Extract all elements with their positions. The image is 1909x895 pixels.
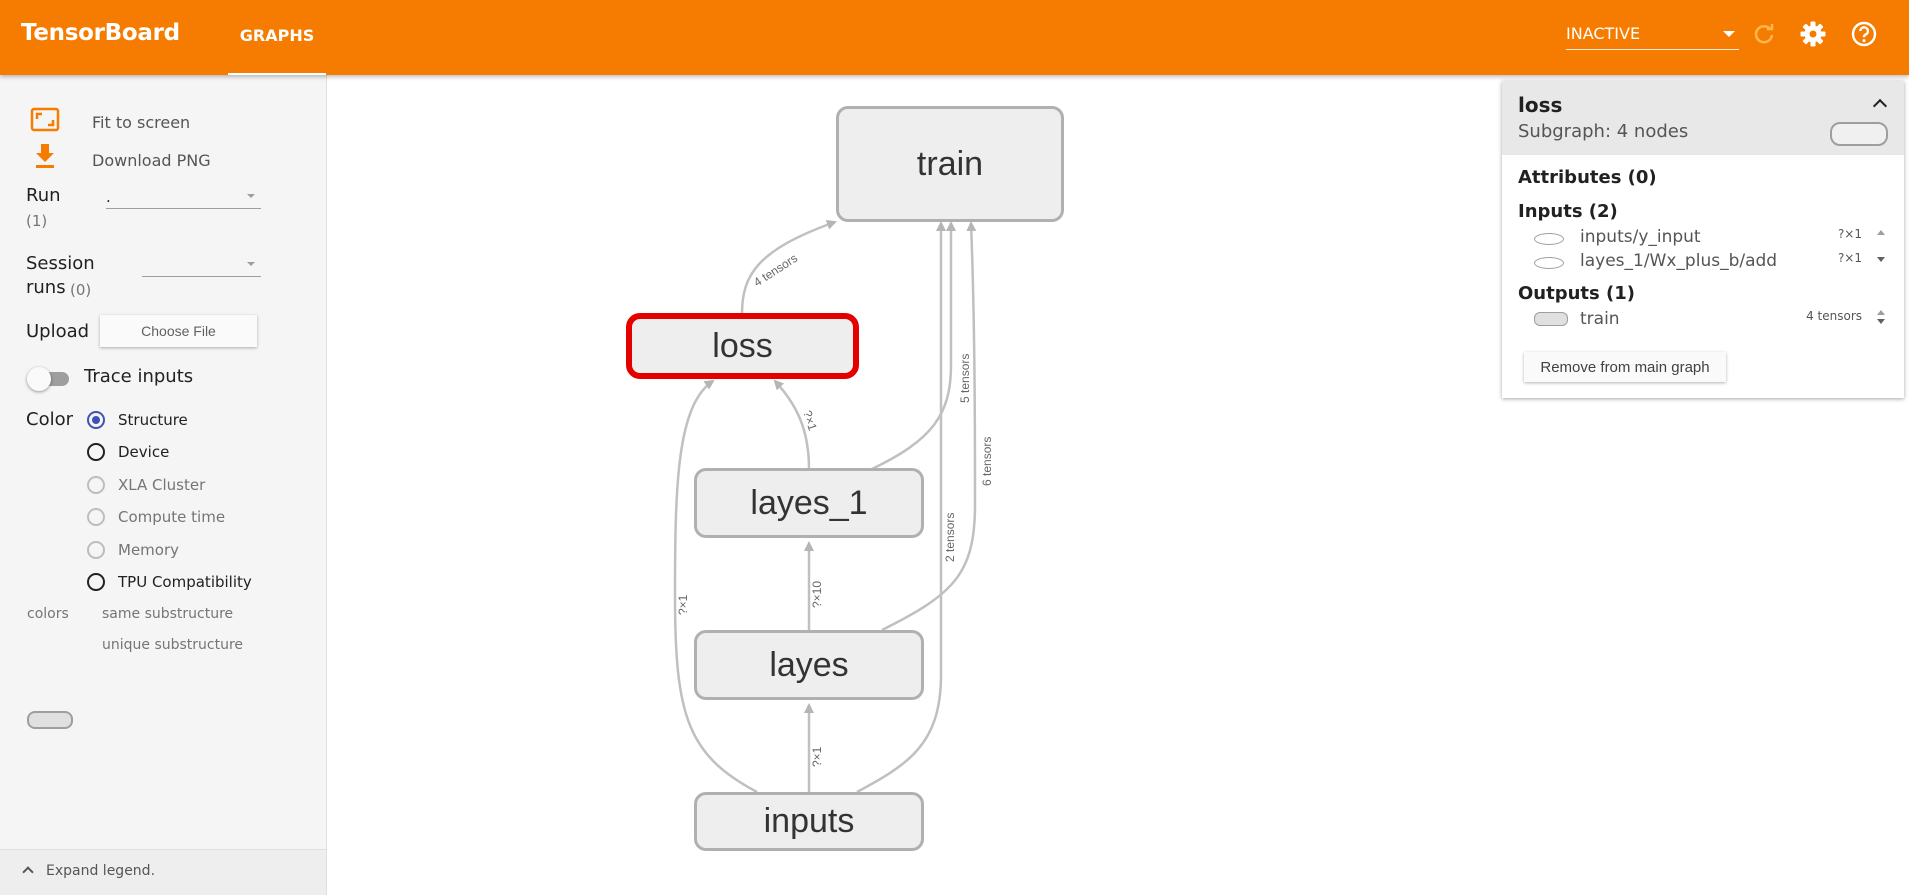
download-icon[interactable]	[30, 141, 60, 171]
color-structure-radio[interactable]	[85, 409, 107, 431]
edge-loss-train	[740, 219, 837, 315]
info-card-title: loss	[1518, 93, 1563, 117]
session-runs-label-2: runs	[26, 277, 66, 298]
choose-file-button[interactable]: Choose File	[100, 315, 257, 347]
expand-legend-bar[interactable]: Expand legend.	[0, 849, 326, 895]
session-runs-dropdown[interactable]	[142, 255, 261, 277]
node-layes[interactable]: layes	[694, 630, 924, 700]
outputs-title: Outputs (1)	[1518, 283, 1635, 304]
edge-label-inputs-train: 2 tensors	[943, 513, 957, 562]
node-train[interactable]: train	[836, 106, 1064, 222]
run-status-value: INACTIVE	[1566, 24, 1641, 43]
color-label: Color	[26, 409, 73, 430]
remove-from-main-graph-button[interactable]: Remove from main graph	[1524, 352, 1726, 382]
legend-same-substructure: same substructure	[102, 606, 234, 622]
color-tpu-compat-label: TPU Compatibility	[118, 573, 252, 591]
edge-label-inputs-loss: ?×1	[676, 594, 690, 615]
tab-graphs[interactable]: GRAPHS	[228, 0, 326, 75]
trace-inputs-label: Trace inputs	[84, 366, 194, 387]
trace-inputs-toggle[interactable]	[27, 366, 73, 392]
upload-label: Upload	[26, 321, 90, 342]
arrow-down-icon	[1877, 319, 1885, 324]
session-runs-label: Session	[26, 253, 95, 274]
app-brand: TensorBoard	[21, 20, 180, 46]
input-node-icon	[1534, 257, 1564, 269]
color-compute-time-label: Compute time	[118, 508, 226, 526]
help-icon[interactable]	[1848, 18, 1880, 50]
arrow-up-icon	[1877, 310, 1885, 315]
fit-to-screen-icon[interactable]	[30, 105, 60, 135]
color-device-label: Device	[118, 443, 170, 461]
edge-layes-train	[881, 221, 977, 632]
caret-down-icon	[1723, 31, 1735, 37]
color-xla-cluster-label: XLA Cluster	[118, 476, 206, 494]
legend-unique-swatch	[27, 711, 73, 729]
color-memory-radio[interactable]	[85, 539, 107, 561]
edge-label-layes-train: 6 tensors	[980, 437, 994, 486]
node-layes-1[interactable]: layes_1	[694, 468, 924, 538]
edge-inputs-loss	[673, 379, 758, 794]
top-app-bar: TensorBoard GRAPHS INACTIVE	[0, 0, 1909, 75]
edge-label-layes-layes1: ?×10	[810, 581, 824, 608]
attributes-title: Attributes (0)	[1518, 167, 1657, 188]
chevron-up-icon	[22, 866, 34, 878]
edge-label-layes1-train: 5 tensors	[958, 354, 972, 403]
arrow-down-icon	[1877, 257, 1885, 262]
run-dropdown-value: .	[106, 188, 111, 206]
graph-canvas[interactable]: 4 tensors ?×1 ?×10 ?×1 ?×1 2 tensors 5 t…	[327, 75, 1909, 895]
subgraph-node-swatch	[1830, 122, 1888, 146]
download-png-link[interactable]: Download PNG	[92, 151, 211, 170]
edge-label-inputs-layes: ?×1	[810, 746, 824, 767]
output-node-icon	[1534, 312, 1568, 326]
arrow-up-icon	[1877, 230, 1885, 235]
caret-down-icon	[247, 262, 255, 266]
run-label: Run	[26, 185, 61, 206]
input-name[interactable]: inputs/y_input	[1580, 227, 1701, 247]
color-tpu-compat-radio[interactable]	[85, 571, 107, 593]
edge-label-loss-train: 4 tensors	[751, 251, 800, 290]
node-inputs[interactable]: inputs	[694, 792, 924, 851]
edge-label-layes1-loss: ?×1	[800, 409, 820, 433]
expand-legend-label: Expand legend.	[46, 863, 156, 879]
output-shape: 4 tensors	[1806, 309, 1862, 323]
legend-colors-label: colors	[27, 606, 69, 622]
sidebar: Fit to screen Download PNG Run (1) . Ses…	[0, 75, 327, 895]
run-dropdown[interactable]: .	[106, 187, 261, 209]
input-shape: ?×1	[1837, 227, 1862, 241]
settings-icon[interactable]	[1797, 18, 1829, 50]
run-status-select[interactable]: INACTIVE	[1566, 22, 1739, 50]
toggle-knob	[27, 367, 51, 391]
color-compute-time-radio[interactable]	[85, 506, 107, 528]
outputs-scroll-stepper[interactable]	[1874, 307, 1888, 327]
run-count: (1)	[26, 212, 48, 230]
edge-layes1-train	[871, 221, 956, 471]
color-xla-cluster-radio[interactable]	[85, 474, 107, 496]
collapse-chevron-icon[interactable]	[1872, 95, 1886, 109]
refresh-icon[interactable]	[1748, 18, 1780, 50]
legend-unique-substructure: unique substructure	[102, 637, 244, 653]
output-name[interactable]: train	[1580, 309, 1620, 329]
input-shape: ?×1	[1837, 251, 1862, 265]
input-node-icon	[1534, 233, 1564, 245]
session-runs-count: (0)	[70, 281, 92, 299]
fit-to-screen-link[interactable]: Fit to screen	[92, 113, 191, 132]
inputs-scroll-stepper[interactable]	[1874, 227, 1888, 267]
input-name[interactable]: layes_1/Wx_plus_b/add	[1580, 251, 1778, 271]
color-device-radio[interactable]	[85, 441, 107, 463]
node-info-card: loss Subgraph: 4 nodes Attributes (0) In…	[1502, 81, 1904, 398]
inputs-title: Inputs (2)	[1518, 201, 1618, 222]
edge-inputs-train	[856, 221, 946, 794]
color-memory-label: Memory	[118, 541, 180, 559]
caret-down-icon	[247, 194, 255, 198]
graph-edges: 4 tensors ?×1 ?×10 ?×1 ?×1 2 tensors 5 t…	[673, 219, 994, 794]
info-card-header: loss Subgraph: 4 nodes	[1502, 81, 1904, 155]
color-structure-label: Structure	[118, 411, 188, 429]
info-card-subtitle: Subgraph: 4 nodes	[1518, 121, 1689, 142]
edge-layes1-loss	[773, 379, 811, 470]
node-loss[interactable]: loss	[626, 313, 859, 379]
